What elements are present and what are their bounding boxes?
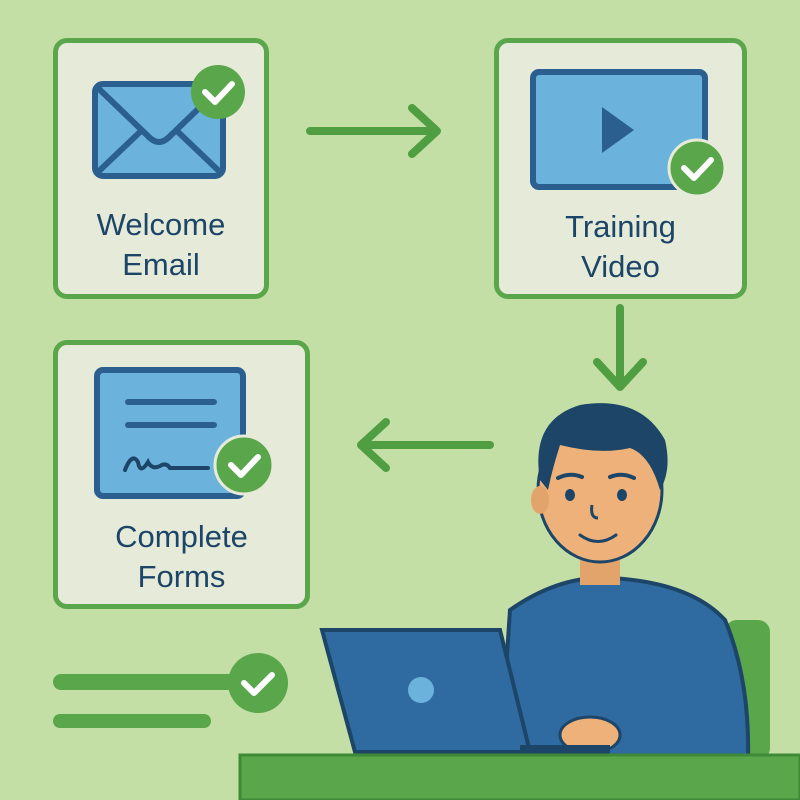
step-label-line1: Welcome <box>96 207 226 242</box>
step-label-line2: Video <box>581 249 660 284</box>
step-label-line1: Training <box>565 209 676 244</box>
step-label-line2: Forms <box>137 559 226 594</box>
arrow-left-icon <box>357 418 494 472</box>
step-label-line2: Email <box>122 247 200 282</box>
check-icon <box>667 138 727 198</box>
check-icon <box>191 65 245 119</box>
check-icon <box>213 434 275 496</box>
step-label-line1: Complete <box>115 519 248 554</box>
progress-lines <box>53 653 288 728</box>
person-avatar <box>497 403 770 762</box>
desk <box>238 753 800 800</box>
video-player-icon <box>530 69 708 190</box>
envelope-icon <box>92 81 226 179</box>
arrow-down-icon <box>593 304 647 391</box>
signed-document-icon <box>94 367 246 499</box>
laptop-icon <box>319 628 610 755</box>
arrow-right-icon <box>306 104 441 158</box>
